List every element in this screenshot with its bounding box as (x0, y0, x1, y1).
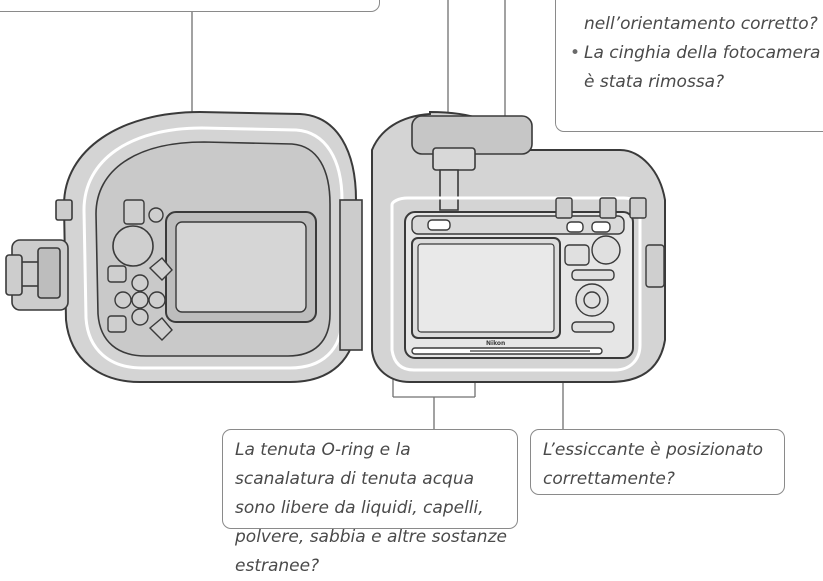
front-cover-latch (5, 199, 73, 311)
front-cover-control-pad (107, 257, 173, 341)
callout-desiccant-text: L’essiccante è posizionato correttamente… (543, 440, 764, 489)
camera-button-top-b (591, 221, 611, 233)
checklist-item-orientation: • La fotocamera è nell’orientamento corr… (570, 0, 823, 39)
checklist-item-strap: • La cinghia della fotocamera è stata ri… (570, 39, 823, 97)
housing-illustration: Nikon (5, 0, 666, 429)
front-cover-window-glass (175, 221, 307, 313)
camera-button-top-a (566, 221, 584, 233)
bullet-icon: • (570, 43, 581, 63)
camera-lcd-glass (417, 243, 555, 333)
housing-body: Nikon (371, 110, 666, 383)
front-cover-rim (82, 126, 344, 370)
checklist-text-strap: La cinghia della fotocamera è stata rimo… (584, 43, 821, 92)
callout-desiccant: L’essiccante è posizionato correttamente… (530, 429, 785, 495)
camera-brand-mark: Nikon (486, 340, 505, 347)
callout-top-left (0, 0, 380, 12)
body-side-clips (555, 197, 665, 288)
front-cover-hinge (339, 199, 363, 351)
callout-oring-text: La tenuta O-ring e la scanalatura di ten… (235, 440, 507, 576)
camera-mode-switch (427, 219, 451, 231)
housing-front-cover (5, 110, 363, 383)
checklist-text-orientation: La fotocamera è nell’orientamento corret… (584, 0, 818, 34)
body-shutter-lever (432, 147, 476, 211)
callout-oring: La tenuta O-ring e la scanalatura di ten… (222, 429, 518, 576)
front-cover-round-button (112, 225, 154, 267)
callout-top-right: • La fotocamera è nell’orientamento corr… (555, 0, 823, 132)
camera-controls (564, 235, 621, 333)
checklist: • La fotocamera è nell’orientamento corr… (570, 0, 823, 97)
body-rim (390, 196, 642, 372)
front-cover-switch (123, 199, 145, 225)
front-cover-small-knob (148, 207, 164, 223)
bullet-icon: • (570, 0, 580, 10)
